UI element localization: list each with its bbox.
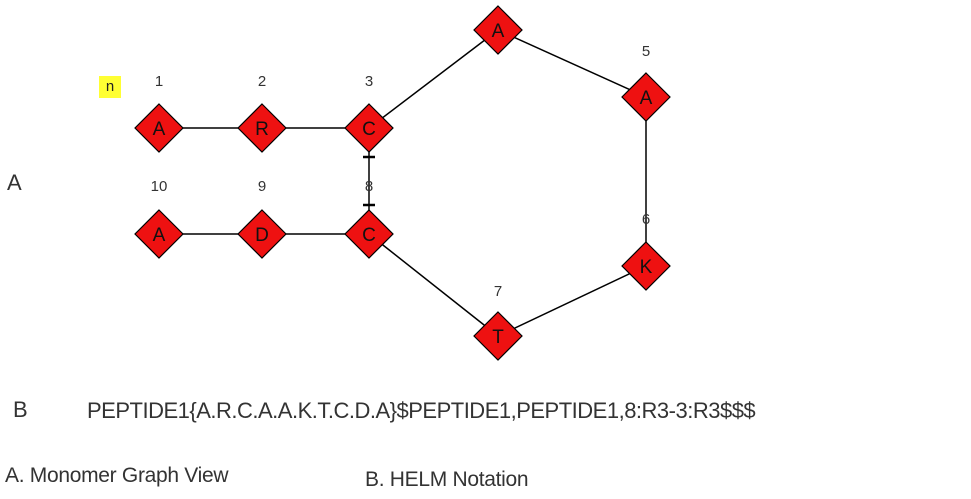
monomer-diamond (621, 241, 671, 291)
monomer-node[interactable]: A (134, 103, 184, 153)
panel-b-label: B (13, 397, 28, 422)
bond-7-8 (368, 233, 499, 337)
monomer-diamond (344, 209, 394, 259)
monomer-diamond (237, 209, 287, 259)
caption-helm-notation: B. HELM Notation (365, 468, 529, 491)
monomer-index: 10 (151, 178, 168, 195)
monomer-symbol: C (362, 119, 376, 140)
monomer-index: 5 (642, 43, 650, 60)
monomer-symbol: A (153, 225, 166, 246)
monomer-node[interactable]: A (621, 72, 671, 122)
monomer-symbol: D (255, 225, 269, 246)
monomer-diamond (344, 103, 394, 153)
monomer-symbol: A (153, 119, 166, 140)
monomer-symbol: K (640, 257, 653, 278)
monomer-diamond (134, 103, 184, 153)
monomer-node[interactable]: A (473, 5, 523, 55)
bond-6-7 (497, 265, 647, 337)
bond-4-5 (497, 29, 647, 98)
monomer-node[interactable]: D (237, 209, 287, 259)
monomer-symbol: A (640, 88, 653, 109)
monomer-index: 1 (155, 73, 163, 90)
monomer-diamond (621, 72, 671, 122)
panel-a-label: A (7, 170, 22, 195)
disulfide-crosslink-layer (363, 152, 375, 210)
monomer-layer: A R C A A K T C D A (134, 5, 671, 361)
monomer-diamond (473, 5, 523, 55)
monomer-node[interactable]: C (344, 209, 394, 259)
monomer-index: 3 (365, 73, 373, 90)
monomer-node[interactable]: T (473, 311, 523, 361)
monomer-node[interactable]: K (621, 241, 671, 291)
monomer-index: 7 (494, 283, 502, 300)
monomer-index: 8 (365, 178, 373, 195)
crosslink-bond (363, 152, 375, 210)
bond-3-4 (368, 29, 499, 129)
caption-monomer-graph-view: A. Monomer Graph View (5, 464, 229, 487)
monomer-symbol: C (362, 225, 376, 246)
monomer-diamond (237, 103, 287, 153)
bond-layer (159, 29, 647, 337)
monomer-node[interactable]: C (344, 103, 394, 153)
monomer-index: 2 (258, 73, 266, 90)
monomer-node[interactable]: A (134, 209, 184, 259)
monomer-symbol: A (492, 21, 505, 42)
monomer-node[interactable]: R (237, 103, 287, 153)
index-layer: 1 2 3 5 6 7 8 9 10 (151, 43, 651, 300)
monomer-diamond (473, 311, 523, 361)
monomer-index: 6 (642, 211, 650, 228)
helm-notation: PEPTIDE1{A.R.C.A.A.K.T.C.D.A}$PEPTIDE1,P… (87, 398, 756, 423)
monomer-diamond (134, 209, 184, 259)
polymer-name-badge: n (99, 76, 121, 98)
monomer-symbol: T (492, 327, 504, 348)
monomer-index: 9 (258, 178, 266, 195)
monomer-symbol: R (255, 119, 269, 140)
